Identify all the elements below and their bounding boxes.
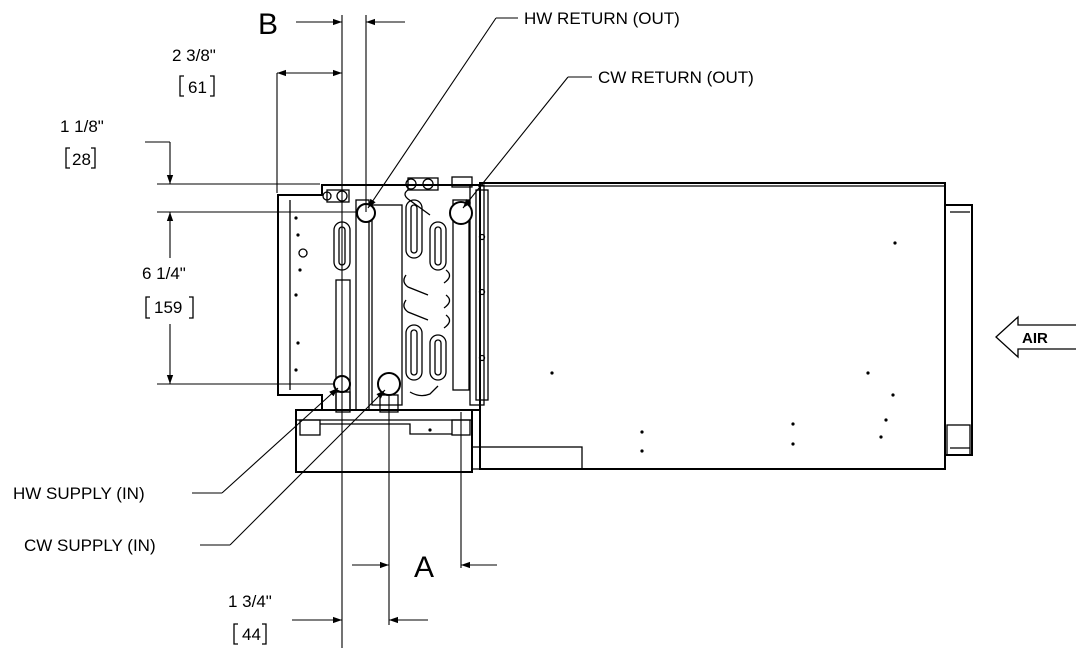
airflow-arrow: AIR (995, 315, 1076, 359)
drain-pan (295, 409, 473, 473)
airflow-arrow-icon (995, 315, 1076, 359)
dimension-1-3-4: 1 3/4" 44 (228, 592, 428, 645)
dimension-1-3-4-imperial: 1 3/4" (228, 592, 272, 611)
dimension-2-3-8-metric: 61 (188, 78, 207, 97)
hw-return-label: HW RETURN (OUT) (524, 9, 680, 28)
airflow-label: AIR (1022, 330, 1048, 347)
callout-hw-return: HW RETURN (OUT) (367, 9, 680, 209)
dimension-2-3-8: 2 3/8" 61 (172, 46, 342, 97)
dimension-6-1-4-metric: 159 (154, 298, 182, 317)
cw-return-label: CW RETURN (OUT) (598, 68, 754, 87)
dimension-1-1-8-imperial: 1 1/8" (60, 117, 104, 136)
dimension-b: B (258, 8, 405, 41)
reference-lines (157, 15, 462, 648)
main-cabinet (471, 182, 973, 470)
callout-cw-supply: CW SUPPLY (IN) (24, 389, 386, 555)
callout-hw-supply: HW SUPPLY (IN) (13, 387, 339, 503)
dimension-6-1-4: 6 1/4" 159 (132, 212, 208, 384)
dimension-a-letter: A (414, 551, 434, 584)
dimension-6-1-4-imperial: 6 1/4" (142, 264, 186, 283)
cw-return-pipe (449, 201, 473, 225)
dimension-1-3-4-metric: 44 (242, 625, 261, 644)
dimension-2-3-8-imperial: 2 3/8" (172, 46, 216, 65)
dimension-1-1-8: 1 1/8" 28 (60, 117, 174, 184)
hw-supply-label: HW SUPPLY (IN) (13, 484, 145, 503)
callout-cw-return: CW RETURN (OUT) (462, 68, 754, 209)
dimension-a: A (352, 551, 497, 584)
dimension-b-letter: B (258, 8, 278, 41)
cw-supply-label: CW SUPPLY (IN) (24, 536, 156, 555)
dimension-1-1-8-metric: 28 (72, 150, 91, 169)
cw-supply-pipe (377, 372, 401, 396)
